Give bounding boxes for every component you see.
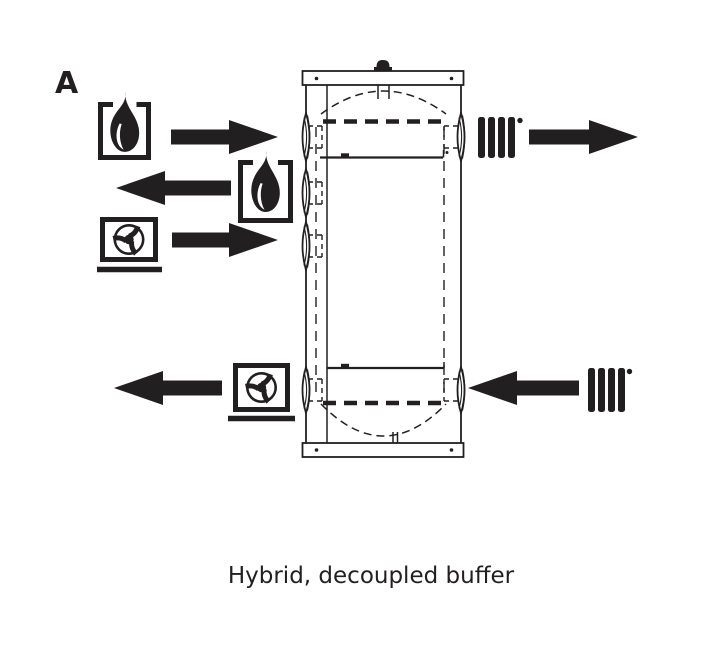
diagram-caption: Hybrid, decoupled buffer [228, 563, 515, 589]
tank-separation-lines [320, 150, 449, 370]
boiler-buffer-icon [238, 151, 293, 223]
heatpump-return-icon [228, 363, 295, 422]
radiator-icon [588, 368, 633, 412]
heatpump-box [233, 363, 290, 412]
fan-icon [245, 372, 277, 404]
arrow-heating-return [468, 371, 579, 405]
arrow-boiler-return [116, 171, 231, 205]
arrow-heatpump-return [114, 371, 222, 405]
nozzle-left-top [301, 109, 311, 165]
tank-nozzles [301, 109, 466, 417]
arrow-boiler-supply [171, 120, 278, 154]
arrow-heatpump-supply [172, 223, 278, 257]
scheme-label: A [55, 66, 79, 101]
tank-bottom-plate [301, 432, 465, 458]
boiler-source-icon [98, 92, 151, 160]
nozzle-right-top [456, 109, 466, 165]
flame-icon [251, 151, 280, 212]
tank-casing [305, 85, 462, 443]
radiator-icon [478, 117, 523, 158]
vent-knob [374, 67, 392, 71]
flame-icon [110, 92, 140, 152]
arrow-heating-supply [529, 120, 638, 154]
heatpump-box [100, 217, 158, 262]
boiler-box [238, 160, 293, 223]
nozzle-left-bottom [301, 363, 311, 417]
nozzle-right-bottom [456, 363, 466, 417]
nozzle-left-mid [301, 165, 311, 221]
tank-top-plate [301, 60, 465, 99]
heatpump-source-icon [97, 217, 162, 273]
radiator-supply-icon [478, 117, 523, 158]
nozzle-left-lower [301, 218, 311, 274]
buffer-tank [301, 60, 466, 458]
tank-inner-vessel-dashed [315, 90, 447, 437]
tank-connection-stubs-dashed [308, 125, 458, 402]
radiator-return-icon [588, 368, 633, 412]
fan-icon [112, 224, 145, 256]
boiler-box [98, 102, 151, 160]
